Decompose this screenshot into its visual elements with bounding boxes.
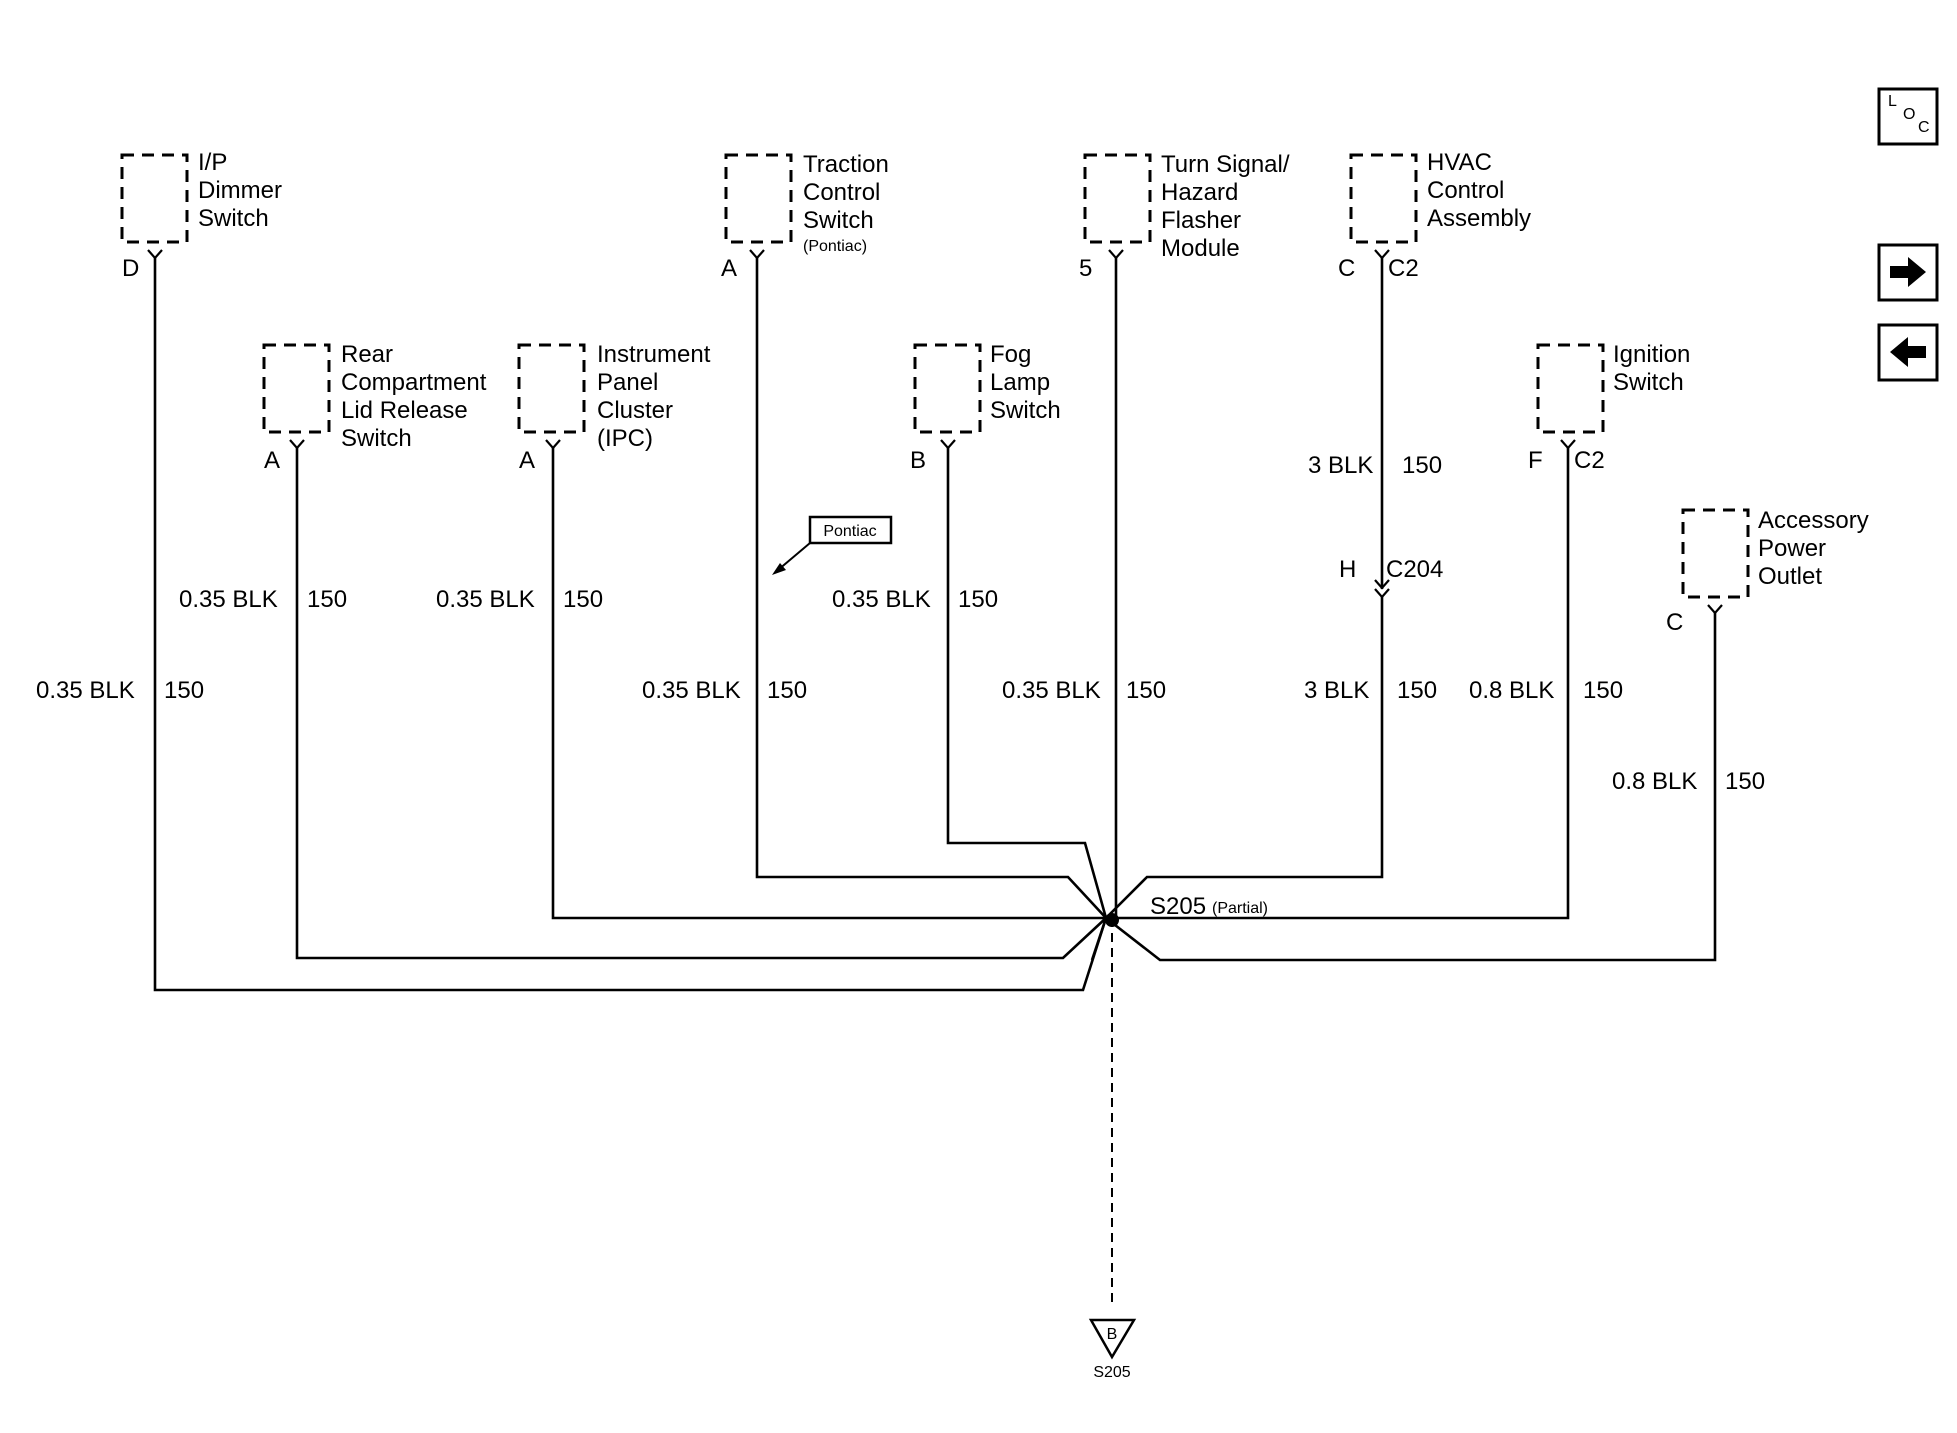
rear-lid-pin: A bbox=[264, 447, 280, 474]
hvac-pin: C bbox=[1338, 255, 1355, 282]
wire-color-label: 0.8 BLK bbox=[1612, 768, 1697, 795]
hvac-control-label: HVAC Control Assembly bbox=[1427, 149, 1531, 232]
turn-signal-module-box bbox=[1083, 153, 1152, 244]
wire-color-label: 3 BLK bbox=[1308, 452, 1373, 479]
previous-page-button[interactable] bbox=[1877, 323, 1939, 382]
terminal-symbol bbox=[1374, 249, 1390, 260]
ipc-box bbox=[517, 343, 586, 434]
ip-dimmer-pin: D bbox=[122, 255, 139, 282]
ignition-switch-box bbox=[1536, 343, 1605, 434]
ignition-pin: F bbox=[1528, 447, 1543, 474]
terminal-symbol bbox=[1108, 249, 1124, 260]
ipc-pin: A bbox=[519, 447, 535, 474]
circuit-number-label: 150 bbox=[307, 586, 347, 613]
terminal-symbol bbox=[1560, 439, 1576, 450]
location-button[interactable]: L O C bbox=[1877, 87, 1939, 146]
ground-reference-triangle-icon bbox=[1088, 1318, 1137, 1360]
circuit-number-label: 150 bbox=[1725, 768, 1765, 795]
rear-lid-release-switch-label: Rear Compartment Lid Release Switch bbox=[341, 341, 493, 452]
hvac-connector: C2 bbox=[1388, 255, 1419, 282]
traction-control-switch-box bbox=[724, 153, 793, 244]
ground-reference-letter: B bbox=[1107, 1326, 1118, 1343]
loc-o: O bbox=[1903, 106, 1915, 123]
terminal-symbol bbox=[147, 249, 163, 260]
wire-ignition bbox=[1106, 448, 1570, 920]
fog-pin: B bbox=[910, 447, 926, 474]
accessory-power-outlet-label: Accessory Power Outlet bbox=[1758, 507, 1875, 590]
ipc-label: Instrument Panel Cluster (IPC) bbox=[597, 341, 717, 452]
wire-color-label: 0.35 BLK bbox=[179, 586, 278, 613]
splice-dot bbox=[1105, 913, 1119, 927]
wire-color-label: 0.8 BLK bbox=[1469, 677, 1554, 704]
circuit-number-label: 150 bbox=[1402, 452, 1442, 479]
wire-color-label: 0.35 BLK bbox=[642, 677, 741, 704]
fog-lamp-switch-label: Fog Lamp Switch bbox=[990, 341, 1061, 424]
terminal-symbol bbox=[749, 249, 765, 260]
callout-arrow-icon bbox=[777, 542, 811, 571]
arrow-right-icon bbox=[1890, 257, 1926, 287]
wire-traction bbox=[755, 258, 1107, 919]
turn-signal-pin: 5 bbox=[1079, 255, 1092, 282]
wire-color-label: 0.35 BLK bbox=[1002, 677, 1101, 704]
circuit-number-label: 150 bbox=[164, 677, 204, 704]
loc-c: C bbox=[1918, 119, 1930, 136]
wire-accessory bbox=[1105, 613, 1717, 962]
wire-color-label: 0.35 BLK bbox=[832, 586, 931, 613]
circuit-number-label: 150 bbox=[1583, 677, 1623, 704]
terminal-symbol bbox=[289, 439, 305, 450]
traction-pin: A bbox=[721, 255, 737, 282]
arrow-left-icon bbox=[1890, 337, 1926, 367]
rear-lid-release-switch-box bbox=[262, 343, 331, 434]
pontiac-callout-label: Pontiac bbox=[823, 523, 876, 540]
circuit-number-label: 150 bbox=[958, 586, 998, 613]
circuit-number-label: 150 bbox=[1126, 677, 1166, 704]
turn-signal-module-label: Turn Signal/ Hazard Flasher Module bbox=[1161, 151, 1296, 262]
splice-label: S205 bbox=[1150, 893, 1206, 920]
wire-hvac-lower bbox=[1105, 597, 1384, 919]
wire-color-label: 3 BLK bbox=[1304, 677, 1369, 704]
ignition-switch-label: Ignition Switch bbox=[1613, 341, 1697, 396]
fog-lamp-switch-box bbox=[913, 343, 982, 434]
ground-reference-label: S205 bbox=[1093, 1364, 1130, 1381]
splice-note: (Partial) bbox=[1212, 900, 1268, 917]
wire-ipc bbox=[551, 448, 1106, 920]
wire-color-label: 0.35 BLK bbox=[436, 586, 535, 613]
ignition-connector: C2 bbox=[1574, 447, 1605, 474]
wire-splice-short bbox=[1090, 917, 1108, 961]
wire-color-label: 0.35 BLK bbox=[36, 677, 135, 704]
ip-dimmer-switch-box bbox=[120, 153, 189, 244]
accessory-pin: C bbox=[1666, 609, 1683, 636]
pontiac-callout-box bbox=[808, 515, 893, 545]
hvac-inline-connector: C204 bbox=[1386, 556, 1443, 583]
circuit-number-label: 150 bbox=[767, 677, 807, 704]
terminal-symbol bbox=[1707, 604, 1723, 615]
ip-dimmer-switch-label: I/P Dimmer Switch bbox=[198, 149, 289, 232]
terminal-symbol bbox=[545, 439, 561, 450]
hvac-control-box bbox=[1349, 153, 1418, 244]
traction-pontiac-note: (Pontiac) bbox=[803, 238, 867, 255]
circuit-number-label: 150 bbox=[563, 586, 603, 613]
wire-fog bbox=[946, 448, 1108, 919]
wire-rear-lid bbox=[295, 448, 1107, 960]
traction-control-switch-label: Traction Control Switch bbox=[803, 151, 895, 234]
accessory-power-outlet-box bbox=[1681, 508, 1750, 599]
circuit-number-label: 150 bbox=[1397, 677, 1437, 704]
hvac-inline-pin: H bbox=[1339, 556, 1356, 583]
callout-arrowhead-icon bbox=[772, 563, 786, 575]
terminal-symbol bbox=[940, 439, 956, 450]
next-page-button[interactable] bbox=[1877, 243, 1939, 302]
loc-l: L bbox=[1888, 93, 1897, 110]
